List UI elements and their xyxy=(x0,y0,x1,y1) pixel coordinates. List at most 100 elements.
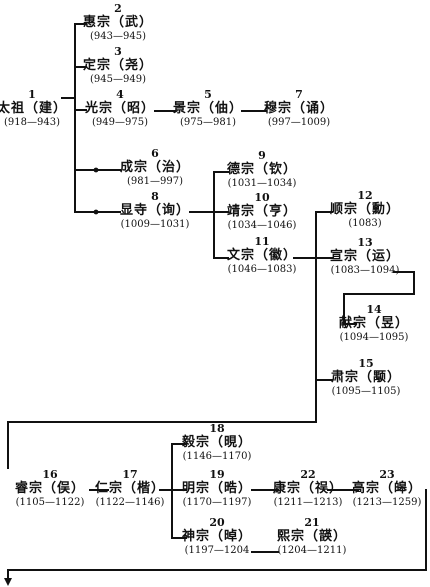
ruler-number: 14 xyxy=(366,303,382,316)
ruler-node-dingzong: 3 定宗（尧） (945—949) xyxy=(83,46,153,87)
ruler-name: 肃宗（颙） xyxy=(330,370,402,385)
ruler-name: 太祖（建） xyxy=(0,101,68,116)
ruler-reign-years: (943—945) xyxy=(90,31,146,42)
ruler-reign-years: (975—981) xyxy=(180,117,236,128)
ruler-reign-years: (1009—1031) xyxy=(120,219,190,230)
ruler-node-sukzong: 15 肃宗（颙） (1095—1105) xyxy=(331,358,401,399)
ruler-node-gojong: 23 高宗（皞） (1213—1259) xyxy=(352,469,422,510)
ruler-name: 康宗（祦） xyxy=(272,481,344,496)
ruler-node-hyeonzong: 8 显寺（询） (1009—1031) xyxy=(120,191,190,232)
ruler-reign-years: (918—943) xyxy=(4,117,60,128)
ruler-node-deokzong: 9 德宗（钦） (1031—1034) xyxy=(227,150,297,191)
ruler-number: 20 xyxy=(209,516,225,529)
ruler-reign-years: (1213—1259) xyxy=(352,497,422,508)
ruler-number: 1 xyxy=(28,88,36,101)
ruler-number: 11 xyxy=(254,235,270,248)
ruler-node-jeongzong: 10 靖宗（亨） (1034—1046) xyxy=(227,192,297,233)
ruler-reign-years: (1046—1083) xyxy=(227,264,297,275)
ruler-node-injong: 17 仁宗（楷） (1122—1146) xyxy=(95,469,165,510)
ruler-reign-years: (1095—1105) xyxy=(331,386,401,397)
ruler-node-seonzong: 13 宣宗（运） (1083—1094) xyxy=(330,237,400,278)
ruler-node-huizong: 2 惠宗（武） (943—945) xyxy=(83,3,153,44)
ruler-reign-years: (981—997) xyxy=(127,176,183,187)
ruler-name: 穆宗（诵） xyxy=(263,101,335,116)
ruler-name: 熙宗（韺） xyxy=(276,529,348,544)
junction-dot-hyeonzong xyxy=(93,209,99,215)
ruler-reign-years: (1083—1094) xyxy=(330,265,400,276)
ruler-reign-years: (1083) xyxy=(348,218,382,229)
ruler-reign-years: (1204—1211) xyxy=(277,545,347,556)
ruler-number: 21 xyxy=(304,516,320,529)
ruler-reign-years: (1122—1146) xyxy=(95,497,165,508)
ruler-reign-years: (1031—1034) xyxy=(227,178,297,189)
ruler-number: 8 xyxy=(151,190,159,203)
ruler-node-myeongjong: 19 明宗（晧） (1170—1197) xyxy=(182,469,252,510)
ruler-name: 高宗（皞） xyxy=(351,481,423,496)
ruler-name: 德宗（钦） xyxy=(226,162,298,177)
ruler-node-sunzong: 12 顺宗（勳） (1083) xyxy=(330,190,400,231)
ruler-name: 惠宗（武） xyxy=(82,15,154,30)
connector-seonzong-heonzong xyxy=(343,271,415,325)
ruler-reign-years: (1105—1122) xyxy=(15,497,85,508)
ruler-number: 7 xyxy=(295,88,303,101)
ruler-number: 4 xyxy=(116,88,124,101)
ruler-name: 靖宗（亨） xyxy=(226,204,298,219)
ruler-number: 18 xyxy=(209,422,225,435)
ruler-node-yejong: 16 睿宗（俣） (1105—1122) xyxy=(15,469,85,510)
connector-gojong-continuation xyxy=(7,489,427,580)
ruler-name: 仁宗（楷） xyxy=(94,481,166,496)
ruler-reign-years: (945—949) xyxy=(90,74,146,85)
ruler-reign-years: (1197—1204 xyxy=(184,545,250,556)
ruler-name: 光宗（昭） xyxy=(84,101,156,116)
ruler-number: 9 xyxy=(258,149,266,162)
ruler-name: 毅宗（晛） xyxy=(181,435,253,450)
junction-dot-seongzong xyxy=(93,167,99,173)
ruler-node-uijong: 18 毅宗（晛） (1146—1170) xyxy=(182,423,252,464)
ruler-name: 文宗（徽） xyxy=(226,248,298,263)
ruler-name: 神宗（晫） xyxy=(181,529,253,544)
ruler-reign-years: (1034—1046) xyxy=(227,220,297,231)
ruler-number: 17 xyxy=(122,468,138,481)
ruler-number: 3 xyxy=(114,45,122,58)
ruler-node-heonzong: 14 献宗（昱） (1094—1095) xyxy=(339,304,409,345)
ruler-node-munzong: 11 文宗（徽） (1046—1083) xyxy=(227,236,297,277)
ruler-number: 23 xyxy=(379,468,395,481)
ruler-number: 6 xyxy=(151,147,159,160)
ruler-number: 13 xyxy=(357,236,373,249)
ruler-reign-years: (949—975) xyxy=(92,117,148,128)
ruler-reign-years: (1094—1095) xyxy=(339,332,409,343)
arrow-head-continuation xyxy=(4,578,12,586)
ruler-node-gangjong: 22 康宗（祦） (1211—1213) xyxy=(273,469,343,510)
ruler-node-sinjong: 20 神宗（晫） (1197—1204 xyxy=(182,517,252,558)
ruler-reign-years: (1170—1197) xyxy=(182,497,252,508)
ruler-number: 10 xyxy=(254,191,270,204)
ruler-name: 景宗（伷） xyxy=(172,101,244,116)
ruler-node-guangzong: 4 光宗（昭） (949—975) xyxy=(85,89,155,130)
ruler-name: 献宗（昱） xyxy=(338,316,410,331)
ruler-number: 16 xyxy=(42,468,58,481)
ruler-node-jingzong: 5 景宗（伷） (975—981) xyxy=(173,89,243,130)
ruler-number: 12 xyxy=(357,189,373,202)
ruler-node-mokzong: 7 穆宗（诵） (997—1009) xyxy=(264,89,334,130)
ruler-number: 22 xyxy=(300,468,316,481)
ruler-number: 5 xyxy=(204,88,212,101)
ruler-name: 明宗（晧） xyxy=(181,481,253,496)
ruler-name: 睿宗（俣） xyxy=(14,481,86,496)
ruler-reign-years: (1146—1170) xyxy=(182,451,252,462)
ruler-number: 2 xyxy=(114,2,122,15)
ruler-number: 19 xyxy=(209,468,225,481)
ruler-name: 定宗（尧） xyxy=(82,58,154,73)
connector-sukzong-yejong xyxy=(7,379,317,469)
ruler-reign-years: (1211—1213) xyxy=(273,497,343,508)
ruler-node-huijong: 21 熙宗（韺） (1204—1211) xyxy=(277,517,347,558)
ruler-name: 宣宗（运） xyxy=(329,249,401,264)
ruler-name: 显寺（询） xyxy=(119,203,191,218)
ruler-node-taizu: 1 太祖（建） (918—943) xyxy=(0,89,67,130)
ruler-number: 15 xyxy=(358,357,374,370)
ruler-reign-years: (997—1009) xyxy=(267,117,331,128)
ruler-name: 成宗（治） xyxy=(119,160,191,175)
ruler-node-seongzong: 6 成宗（治） (981—997) xyxy=(120,148,190,189)
ruler-name: 顺宗（勳） xyxy=(329,202,401,217)
